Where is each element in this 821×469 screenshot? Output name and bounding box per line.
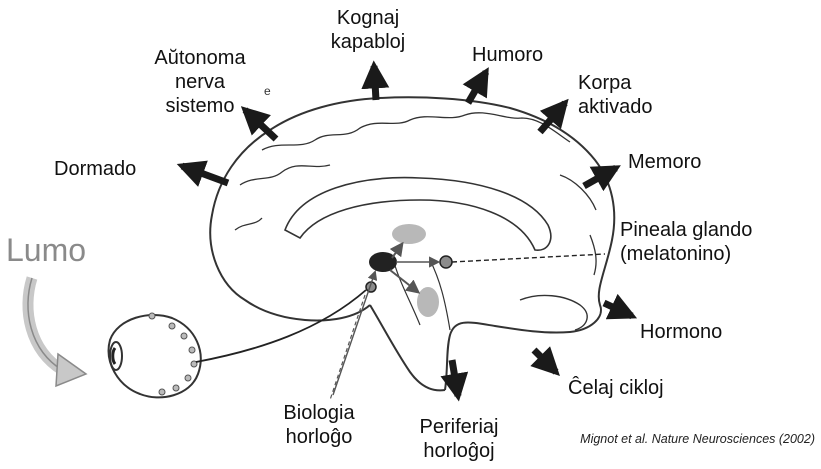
arrow-mood bbox=[468, 72, 486, 103]
pale-nucleus-lower bbox=[417, 287, 439, 317]
arrow-cognitive bbox=[374, 66, 376, 100]
label-autonomic-nervous-system: Aŭtonoma nerva sistemo bbox=[140, 46, 260, 118]
arrow-peripheral bbox=[452, 360, 458, 396]
label-memory: Memoro bbox=[628, 150, 701, 174]
label-sleep: Dormado bbox=[54, 157, 136, 181]
label-pineal-gland: Pineala glando (melatonino) bbox=[620, 218, 752, 266]
stray-mark: e bbox=[264, 84, 271, 98]
arrow-cell-cycle bbox=[534, 350, 556, 372]
label-biological-clock: Biologia horloĝo bbox=[264, 401, 374, 449]
eye-icon bbox=[109, 313, 201, 397]
optic-nerve bbox=[196, 290, 366, 362]
pineal-gland bbox=[440, 256, 452, 268]
label-cell-cycles: Ĉelaj cikloj bbox=[568, 376, 664, 400]
suprachiasmatic-nucleus bbox=[369, 252, 397, 272]
arrow-sleep bbox=[182, 166, 228, 183]
label-arousal: Korpa aktivado bbox=[578, 71, 653, 119]
light-arrow bbox=[28, 278, 86, 386]
pale-nucleus-upper bbox=[392, 224, 426, 244]
arrow-memory bbox=[584, 168, 616, 186]
label-peripheral-clocks: Periferiaj horloĝoj bbox=[404, 415, 514, 463]
label-hormones: Hormono bbox=[640, 320, 722, 344]
label-cognitive-abilities: Kognaj kapabloj bbox=[318, 6, 418, 54]
brain-outline bbox=[210, 97, 614, 390]
label-mood: Humoro bbox=[472, 43, 543, 67]
arrow-arousal bbox=[540, 103, 565, 132]
label-light: Lumo bbox=[6, 232, 86, 269]
citation: Mignot et al. Nature Neurosciences (2002… bbox=[580, 432, 815, 446]
arrow-hormones bbox=[604, 303, 632, 316]
